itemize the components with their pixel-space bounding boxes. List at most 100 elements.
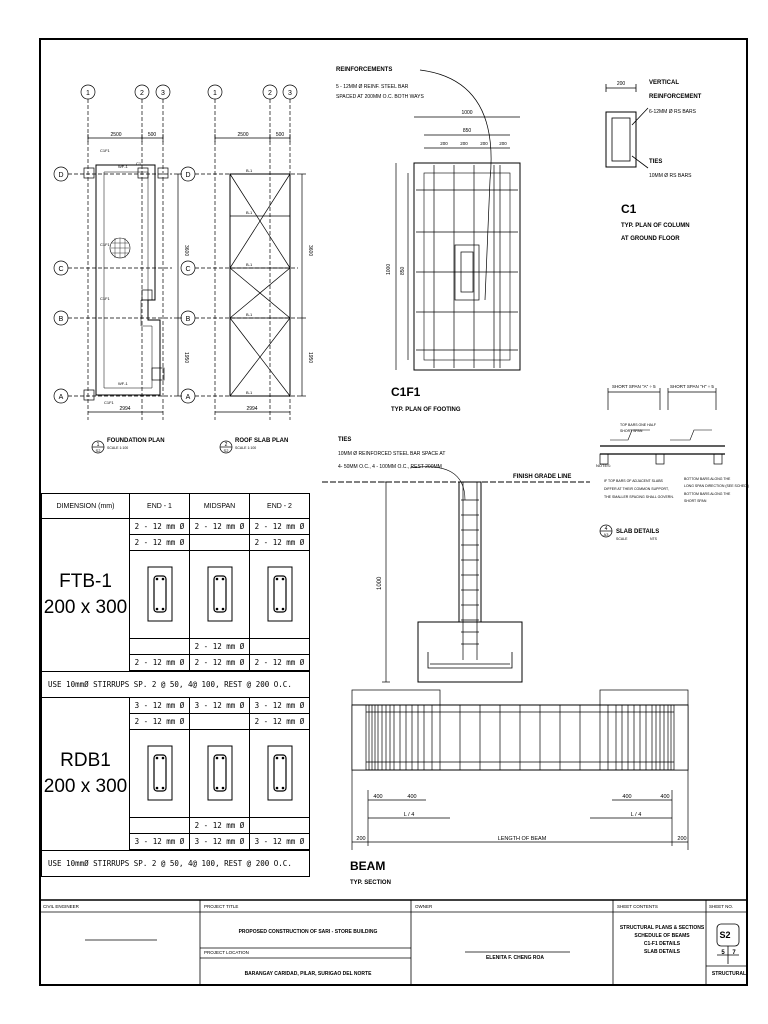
svg-text:B-1: B-1: [246, 210, 253, 215]
svg-text:BOTTOM BARS ALONG THE: BOTTOM BARS ALONG THE: [684, 477, 731, 481]
svg-text:850: 850: [400, 266, 406, 275]
schedule-header-end1: END - 1: [129, 493, 190, 519]
svg-text:B: B: [59, 316, 64, 323]
footing-plan-text: REINFORCEMENTS 5 - 12MM Ø REINF. STEEL B…: [336, 67, 507, 413]
foundation-plan: [53, 84, 182, 454]
schedule-header-dimension: DIMENSION (mm): [41, 493, 130, 519]
svg-text:D: D: [185, 172, 190, 179]
svg-text:TIES: TIES: [649, 159, 662, 165]
svg-text:SCALE: SCALE: [616, 537, 628, 541]
svg-text:TYP. SECTION: TYP. SECTION: [350, 880, 391, 886]
svg-text:TIES: TIES: [338, 437, 351, 443]
svg-text:D: D: [58, 172, 63, 179]
svg-text:SPACED AT 200MM O.C. BOTH WAYS: SPACED AT 200MM O.C. BOTH WAYS: [336, 94, 424, 100]
svg-text:DIFFER AT THEIR COMMON SUPPORT: DIFFER AT THEIR COMMON SUPPORT,: [604, 487, 669, 491]
sheet-code: S2: [719, 930, 731, 940]
svg-text:4: 4: [605, 526, 608, 532]
beam-rdb1-label: RDB1 200 x 300: [41, 697, 130, 851]
svg-text:2: 2: [140, 90, 144, 97]
svg-text:3: 3: [161, 90, 165, 97]
svg-text:A3: A3: [604, 532, 610, 537]
svg-text:C1: C1: [621, 202, 637, 216]
svg-text:TYP. PLAN OF FOOTING: TYP. PLAN OF FOOTING: [391, 407, 461, 413]
schedule-header-end2: END - 2: [249, 493, 310, 519]
svg-text:SHORT SPAN: SHORT SPAN: [620, 429, 643, 433]
project-location-label: PROJECT LOCATION: [204, 950, 249, 955]
svg-text:REINFORCEMENTS: REINFORCEMENTS: [336, 67, 392, 73]
sheet-type: STRUCTURAL: [711, 971, 747, 977]
schedule-header-midspan: MIDSPAN: [189, 493, 250, 519]
svg-text:2500: 2500: [237, 132, 248, 138]
footing-section-text: TIES 10MM Ø REINFORCED STEEL BAR SPACE A…: [338, 437, 571, 590]
svg-text:C1F1: C1F1: [100, 242, 111, 247]
svg-text:SHORT SPAN "H" ÷ 5: SHORT SPAN "H" ÷ 5: [670, 384, 714, 389]
sheet-contents-label: SHEET CONTENTS: [617, 904, 658, 909]
sheet-contents-2: SCHEDULE OF BEAMS: [634, 933, 690, 939]
svg-text:1: 1: [213, 90, 217, 97]
svg-text:400: 400: [407, 794, 416, 800]
svg-text:1: 1: [97, 442, 100, 448]
svg-text:2994: 2994: [119, 406, 130, 412]
svg-text:200: 200: [499, 141, 507, 146]
svg-text:3600: 3600: [183, 245, 189, 256]
title-block: CIVIL ENGINEER PROJECT TITLE PROPOSED CO…: [41, 901, 748, 986]
svg-text:B: B: [186, 316, 191, 323]
sheet-total: 7: [732, 950, 736, 956]
sheet-contents-3: C1-F1 DETAILS: [643, 941, 681, 947]
beam-section-text: 400 400 400 400 L / 4 L / 4 200 200 LENG…: [350, 794, 687, 886]
foundation-plan-text: 1 2 3 D C B A 2500 500 2994 3600 1950 C1…: [58, 90, 189, 453]
svg-text:WF-1: WF-1: [118, 164, 129, 169]
svg-text:B-1: B-1: [246, 262, 253, 267]
owner-label: OWNER: [415, 904, 433, 909]
svg-text:FOUNDATION PLAN: FOUNDATION PLAN: [107, 438, 165, 444]
svg-text:200: 200: [440, 141, 448, 146]
svg-text:850: 850: [463, 128, 472, 134]
svg-text:SCALE 1:100: SCALE 1:100: [107, 446, 128, 450]
svg-text:2: 2: [225, 442, 228, 448]
svg-text:4- 50MM O.C., 4 - 100MM O.C.,: 4- 50MM O.C., 4 - 100MM O.C., REST 200MM: [338, 464, 442, 470]
svg-text:500: 500: [276, 132, 285, 138]
civil-engineer-label: CIVIL ENGINEER: [43, 904, 79, 909]
svg-text:S2: S2: [96, 448, 102, 453]
svg-text:1000: 1000: [386, 264, 392, 275]
svg-text:400: 400: [373, 794, 382, 800]
svg-text:IF TOP BARS OF ADJACENT SLABS: IF TOP BARS OF ADJACENT SLABS: [604, 479, 664, 483]
ftb1-section-mid: [189, 550, 250, 639]
svg-text:C: C: [58, 266, 63, 273]
svg-text:200: 200: [480, 141, 488, 146]
svg-text:SCALE 1:100: SCALE 1:100: [235, 446, 256, 450]
svg-text:10MM Ø REINFORCED STEEL BAR SP: 10MM Ø REINFORCED STEEL BAR SPACE AT: [338, 451, 445, 457]
svg-text:BOTTOM BARS ALONG THE: BOTTOM BARS ALONG THE: [684, 492, 731, 496]
drawing-sheet-border: [39, 38, 748, 986]
svg-text:200: 200: [356, 836, 365, 842]
beam-schedule: DIMENSION (mm) END - 1 MIDSPAN END - 2 F…: [41, 493, 310, 888]
rdb1-section-mid: [189, 729, 250, 818]
svg-text:500: 500: [148, 132, 157, 138]
svg-text:3: 3: [288, 90, 292, 97]
svg-text:B-1: B-1: [246, 168, 253, 173]
svg-text:AT GROUND FLOOR: AT GROUND FLOOR: [621, 236, 680, 242]
beam-section: [351, 689, 689, 850]
rdb1-section-end1: [129, 729, 190, 818]
svg-text:1: 1: [86, 90, 90, 97]
svg-text:C1F1: C1F1: [391, 385, 421, 399]
project-title: PROPOSED CONSTRUCTION OF SARI - STORE BU…: [238, 929, 378, 935]
svg-text:SLAB DETAILS: SLAB DETAILS: [616, 529, 659, 535]
roof-slab-plan: [180, 84, 306, 454]
svg-text:ROOF SLAB PLAN: ROOF SLAB PLAN: [235, 438, 288, 444]
svg-text:L / 4: L / 4: [404, 812, 415, 818]
owner-name: ELENITA F. CHENG ROA: [485, 955, 545, 961]
svg-text:TYP. PLAN OF COLUMN: TYP. PLAN OF COLUMN: [621, 223, 690, 229]
svg-text:C1F1: C1F1: [104, 400, 115, 405]
svg-text:TOP BARS ONE HALF: TOP BARS ONE HALF: [620, 423, 656, 427]
svg-text:1000: 1000: [461, 110, 472, 116]
svg-text:2500: 2500: [110, 132, 121, 138]
project-title-label: PROJECT TITLE: [204, 904, 239, 909]
svg-text:C1F1: C1F1: [100, 296, 111, 301]
svg-text:C1F1: C1F1: [100, 148, 111, 153]
beam-ftb1-label: FTB-1 200 x 300: [41, 518, 130, 672]
svg-text:200: 200: [617, 81, 626, 87]
svg-text:400: 400: [622, 794, 631, 800]
svg-text:LENGTH OF BEAM: LENGTH OF BEAM: [498, 836, 547, 842]
svg-text:B-1: B-1: [246, 390, 253, 395]
